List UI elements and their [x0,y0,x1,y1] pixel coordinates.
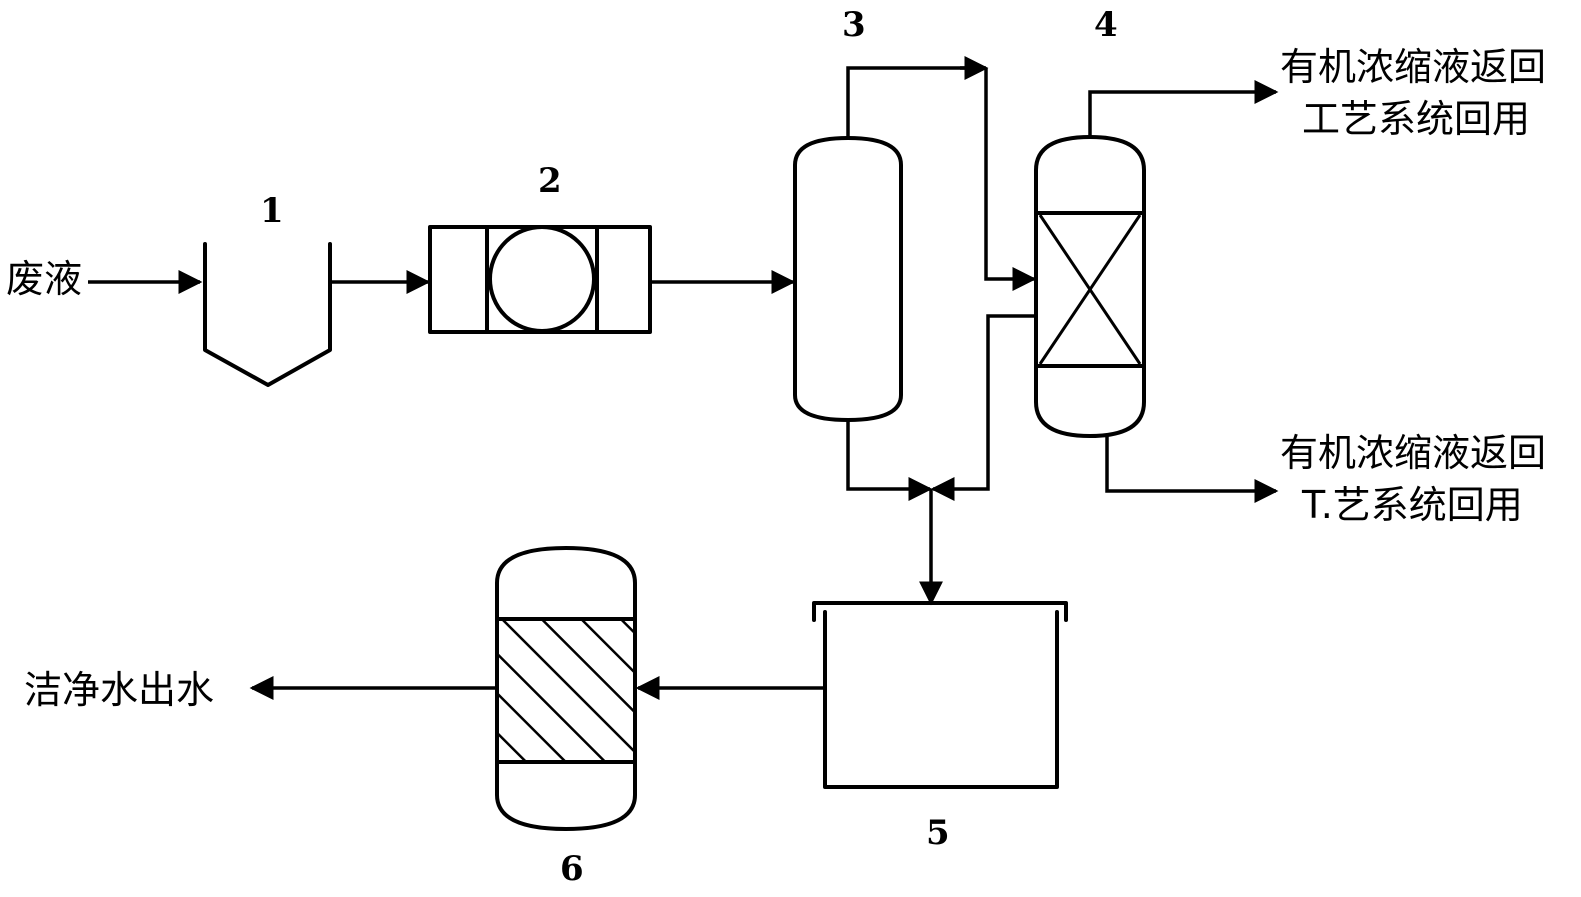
outlet-label: 洁净水出水 [24,668,214,712]
top-right-label-line1: 有机浓缩液返回 [1280,45,1546,89]
inlet-label: 废液 [6,257,82,301]
equipment-number-4: 4 [1094,5,1118,45]
equipment-number-6: 6 [560,849,584,889]
collection-tank [203,242,332,387]
storage-tank [812,601,1068,789]
equipment-number-5: 5 [926,813,950,853]
vertical-vessel [793,136,903,422]
equipment-number-3: 3 [842,5,866,45]
bottom-right-label-line2: T.艺系统回用 [1301,483,1523,527]
top-right-label-line2: 工艺系统回用 [1302,97,1530,141]
equipment-number-1: 1 [260,191,284,231]
equipment-number-2: 2 [538,161,562,201]
filter-vessel [495,546,637,831]
bottom-right-label-line1: 有机浓缩液返回 [1280,431,1546,475]
pump [428,225,652,334]
flow-lines [88,56,1279,700]
packed-column [1034,135,1146,438]
